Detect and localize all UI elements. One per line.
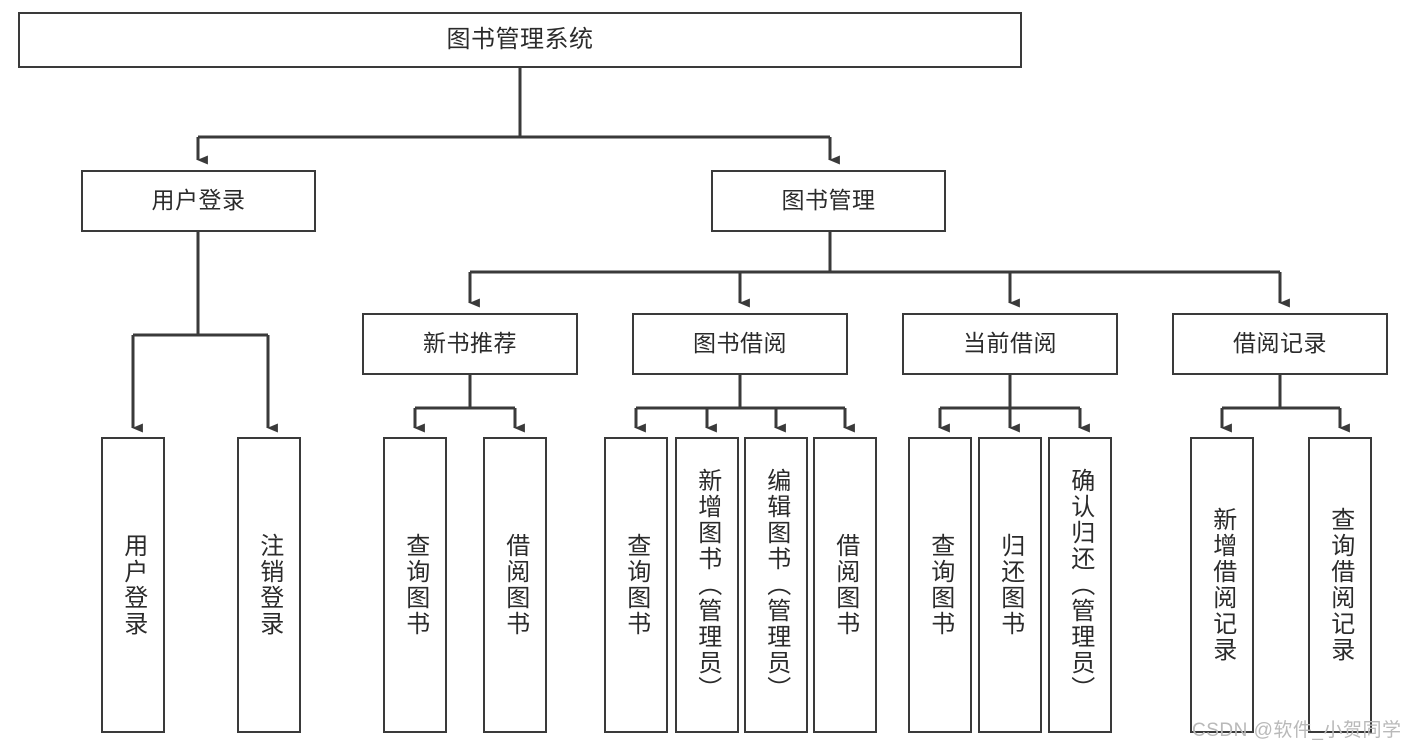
node-book-borrow-label: 图书借阅 (693, 330, 787, 357)
node-leaf-add-record-label: 新增借阅记录 (1208, 507, 1236, 663)
node-borrow-record[interactable]: 借阅记录 (1172, 313, 1388, 375)
node-root-label: 图书管理系统 (446, 25, 594, 53)
node-new-book-recommend[interactable]: 新书推荐 (362, 313, 578, 375)
node-leaf-add-book[interactable]: 新增图书（管理员） (675, 437, 739, 733)
node-leaf-add-record[interactable]: 新增借阅记录 (1190, 437, 1254, 733)
node-user-login[interactable]: 用户登录 (81, 170, 316, 232)
node-book-manage-label: 图书管理 (781, 187, 876, 214)
node-leaf-confirm-return[interactable]: 确认归还（管理员） (1048, 437, 1112, 733)
node-leaf-confirm-return-label: 确认归还（管理员） (1066, 468, 1094, 702)
node-leaf-query-record[interactable]: 查询借阅记录 (1308, 437, 1372, 733)
node-leaf-user-login-label: 用户登录 (119, 533, 147, 637)
node-leaf-edit-book-label: 编辑图书（管理员） (762, 468, 790, 702)
node-root[interactable]: 图书管理系统 (18, 12, 1022, 68)
csdn-watermark: CSDN @软件_小贺同学 (1192, 720, 1402, 741)
node-leaf-query-book-2[interactable]: 查询图书 (604, 437, 668, 733)
node-leaf-query-book-2-label: 查询图书 (622, 533, 650, 637)
node-leaf-query-book-1-label: 查询图书 (401, 533, 429, 637)
node-leaf-borrow-book-2[interactable]: 借阅图书 (813, 437, 877, 733)
node-leaf-edit-book[interactable]: 编辑图书（管理员） (744, 437, 808, 733)
node-current-borrow[interactable]: 当前借阅 (902, 313, 1118, 375)
node-leaf-add-book-label: 新增图书（管理员） (693, 468, 721, 702)
node-leaf-query-record-label: 查询借阅记录 (1326, 507, 1354, 663)
node-leaf-borrow-book-2-label: 借阅图书 (831, 533, 859, 637)
node-new-book-recommend-label: 新书推荐 (423, 330, 517, 357)
node-leaf-user-logout[interactable]: 注销登录 (237, 437, 301, 733)
node-leaf-return-book-label: 归还图书 (996, 533, 1024, 637)
node-leaf-user-logout-label: 注销登录 (255, 533, 283, 637)
node-current-borrow-label: 当前借阅 (963, 330, 1057, 357)
node-leaf-user-login[interactable]: 用户登录 (101, 437, 165, 733)
node-leaf-query-book-3[interactable]: 查询图书 (908, 437, 972, 733)
node-book-manage[interactable]: 图书管理 (711, 170, 946, 232)
node-user-login-label: 用户登录 (151, 187, 246, 214)
node-leaf-query-book-1[interactable]: 查询图书 (383, 437, 447, 733)
node-leaf-borrow-book-1-label: 借阅图书 (501, 533, 529, 637)
node-leaf-borrow-book-1[interactable]: 借阅图书 (483, 437, 547, 733)
node-borrow-record-label: 借阅记录 (1233, 330, 1327, 357)
node-leaf-query-book-3-label: 查询图书 (926, 533, 954, 637)
node-leaf-return-book[interactable]: 归还图书 (978, 437, 1042, 733)
node-book-borrow[interactable]: 图书借阅 (632, 313, 848, 375)
